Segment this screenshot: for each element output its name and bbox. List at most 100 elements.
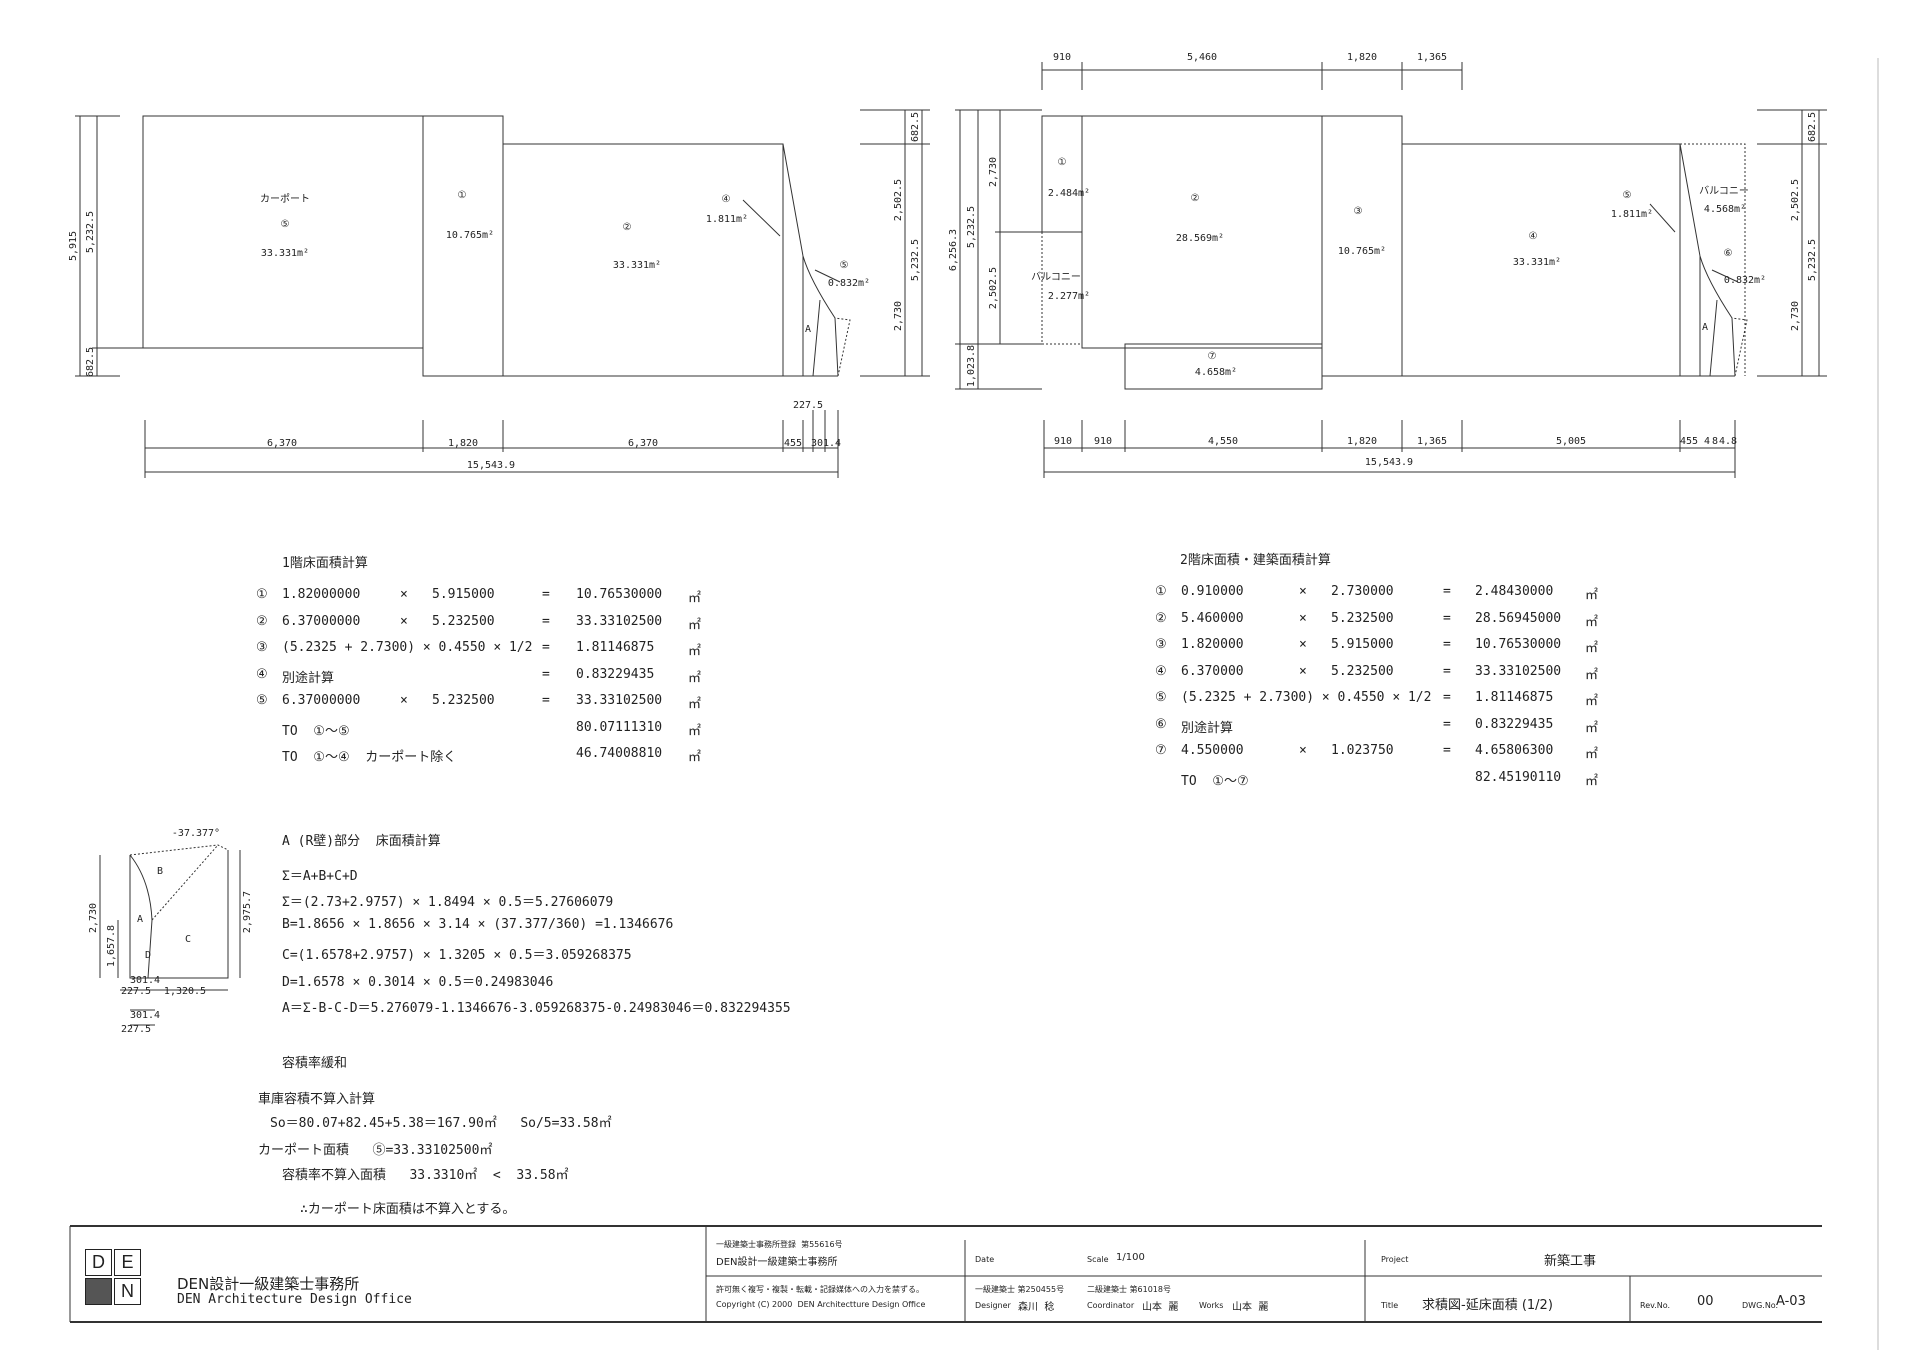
p1-left-dim-2: 5,232.5 bbox=[85, 211, 96, 253]
plan2-room-1 bbox=[1041, 115, 1083, 233]
p2-room3-area: 10.765m² bbox=[1338, 246, 1386, 257]
calc1-cell-expr: 1.82000000 bbox=[282, 587, 361, 602]
p2-room7-num: ⑦ bbox=[1208, 351, 1217, 362]
calc1-cell-expr: 6.37000000 bbox=[282, 613, 361, 629]
p2-top-dim-4: 1,365 bbox=[1417, 52, 1447, 63]
calc2-cell-expr: 0.910000 bbox=[1181, 584, 1244, 599]
p2-left-dim-1: 6,256.3 bbox=[948, 229, 959, 271]
calc2-cell-unit: ㎡ bbox=[1585, 614, 1599, 630]
calc2-cell-expr: (5.2325 + 2.7300) × 0.4550 × 1/2 bbox=[1181, 690, 1432, 705]
calc2-cell-no: ⑤ bbox=[1155, 690, 1167, 705]
p1-room4-num: ④ bbox=[722, 194, 731, 205]
p2-balcony2-label: バルコニー bbox=[1031, 271, 1081, 283]
calc2-cell-op: × bbox=[1299, 663, 1307, 679]
copy-notice: 許可無く複写・複製・転載・記録媒体への入力を禁ずる。 bbox=[716, 1285, 924, 1294]
p1-total: 15,543.9 bbox=[467, 460, 515, 471]
plan2-room-4 bbox=[1401, 143, 1681, 377]
detail-dim-1: 2,730 bbox=[88, 903, 99, 933]
detail-label-d: D bbox=[145, 950, 151, 961]
p1-room5b-area: 0.832m² bbox=[828, 278, 870, 289]
registration-number: 一級建築士事務所登録 第55616号 bbox=[716, 1240, 843, 1249]
calc2-cell-op: × bbox=[1299, 584, 1307, 599]
calc2-cell-no: ⑦ bbox=[1155, 743, 1167, 758]
architect-1-reg: 一級建築士 第250455号 bbox=[975, 1285, 1065, 1294]
detail-dim-7: 301.4 bbox=[130, 1010, 160, 1021]
p2-bottom-dim-4: 1,820 bbox=[1347, 436, 1377, 447]
calc1-cell-eq: = bbox=[542, 693, 550, 708]
calcA-line-1: Σ＝A+B+C+D bbox=[282, 869, 358, 884]
works-name: 山本 麗 bbox=[1232, 1302, 1269, 1313]
calc2-cell-no: ⑥ bbox=[1155, 716, 1167, 732]
p1-bottom-small: 227.5 bbox=[793, 400, 823, 411]
p1-bottom-dim-3: 6,370 bbox=[628, 438, 658, 449]
logo-n: N bbox=[114, 1278, 141, 1305]
calcA-line-5: D=1.6578 × 0.3014 × 0.5＝0.24983046 bbox=[282, 975, 554, 990]
p2-left-dim-2: 5,232.5 bbox=[966, 206, 977, 248]
calc2-cell-unit: ㎡ bbox=[1585, 694, 1599, 709]
p2-right-dim-2: 2,502.5 bbox=[1790, 179, 1801, 221]
calc2-cell-expr: 1.820000 bbox=[1181, 637, 1244, 652]
calc2-cell-b: 5.915000 bbox=[1331, 637, 1394, 652]
calc2-cell-eq: = bbox=[1443, 716, 1451, 732]
calc1-cell-unit: ㎡ bbox=[688, 617, 702, 633]
relax-title: 容積率緩和 bbox=[282, 1056, 348, 1071]
plan1-carport-room bbox=[142, 115, 424, 349]
p1-room1-area: 10.765m² bbox=[446, 230, 494, 241]
p1-room5-area: 33.331m² bbox=[261, 248, 309, 259]
calc2-cell-res: 4.65806300 bbox=[1475, 743, 1554, 758]
p2-left-dim-5: 1,023.8 bbox=[966, 345, 977, 387]
calc1-cell-unit: ㎡ bbox=[688, 644, 702, 659]
calc2-cell-unit: ㎡ bbox=[1585, 720, 1599, 736]
calc2-cell-eq: = bbox=[1443, 663, 1451, 679]
calc1-cell-eq: = bbox=[542, 640, 550, 655]
office-name-en: DEN Architecture Design Office bbox=[177, 1292, 412, 1307]
p2-right-dim-3: 5,232.5 bbox=[1807, 239, 1818, 281]
calc2-cell-expr: 別途計算 bbox=[1181, 720, 1234, 736]
calc1-cell-res: 46.74008810 bbox=[576, 746, 663, 761]
calc2-cell-op: × bbox=[1299, 610, 1307, 626]
p1-bottom-dim-2: 1,820 bbox=[448, 438, 478, 449]
architect-2-reg: 二級建築士 第61018号 bbox=[1087, 1285, 1171, 1294]
calcA-line-3: B=1.8656 × 1.8656 × 3.14 × (37.377/360) … bbox=[282, 917, 674, 932]
p1-room5b-num: ⑤ bbox=[840, 260, 849, 271]
designer-name: 森川 稔 bbox=[1018, 1302, 1055, 1313]
calc2-cell-unit: ㎡ bbox=[1585, 773, 1599, 789]
detail-dim-2: 1,657.8 bbox=[106, 925, 117, 967]
calc2-cell-b: 5.232500 bbox=[1331, 663, 1394, 679]
calc1-cell-res: 1.81146875 bbox=[576, 640, 655, 655]
calc1-cell-no: ④ bbox=[256, 666, 268, 682]
dwg-label: DWG.No. bbox=[1742, 1301, 1779, 1310]
relax-line-4: ∴カーポート床面積は不算入とする。 bbox=[300, 1202, 516, 1217]
plan2-curved-wall bbox=[1679, 143, 1736, 377]
p2-balcony-label: バルコニー bbox=[1699, 185, 1749, 197]
calc1-cell-b: 5.232500 bbox=[432, 613, 495, 629]
copyright: Copyright (C) 2000 DEN Architectture Des… bbox=[716, 1300, 926, 1309]
calc1-cell-op: × bbox=[400, 613, 408, 629]
calc1-title: 1階床面積計算 bbox=[282, 556, 368, 571]
calc2-cell-unit: ㎡ bbox=[1585, 747, 1599, 762]
p2-left-dim-4: 2,502.5 bbox=[988, 267, 999, 309]
calc2-cell-b: 5.232500 bbox=[1331, 610, 1394, 626]
p1-right-dim-2: 2,502.5 bbox=[893, 179, 904, 221]
p1-bottom-dim-4: 455 bbox=[784, 438, 802, 449]
calc2-cell-res: 33.33102500 bbox=[1475, 663, 1562, 679]
p1-left-dim-1: 5,915 bbox=[68, 231, 79, 261]
calc2-cell-eq: = bbox=[1443, 610, 1451, 626]
p2-bottom-dim-10: 4.8 bbox=[1719, 436, 1737, 447]
calc1-cell-unit: ㎡ bbox=[688, 750, 702, 765]
detail-angle: -37.377° bbox=[172, 828, 220, 839]
calc2-cell-expr: 5.460000 bbox=[1181, 610, 1244, 626]
p1-bottom-dim-5: 301.4 bbox=[811, 438, 841, 449]
plan2-room-2 bbox=[1081, 115, 1323, 349]
calc1-cell-unit: ㎡ bbox=[688, 723, 702, 739]
logo-shaded bbox=[85, 1278, 112, 1305]
p1-right-dim-1: 682.5 bbox=[910, 112, 921, 142]
p2-right-dim-1: 682.5 bbox=[1807, 112, 1818, 142]
calc1-cell-expr: TO ①～⑤ bbox=[282, 723, 350, 739]
calc1-cell-res: 33.33102500 bbox=[576, 613, 663, 629]
calc1-cell-b: 5.232500 bbox=[432, 693, 495, 708]
calcA-title: A (R壁)部分 床面積計算 bbox=[282, 834, 441, 849]
calc2-cell-res: 2.48430000 bbox=[1475, 584, 1554, 599]
coordinator-name: 山本 麗 bbox=[1142, 1302, 1179, 1313]
